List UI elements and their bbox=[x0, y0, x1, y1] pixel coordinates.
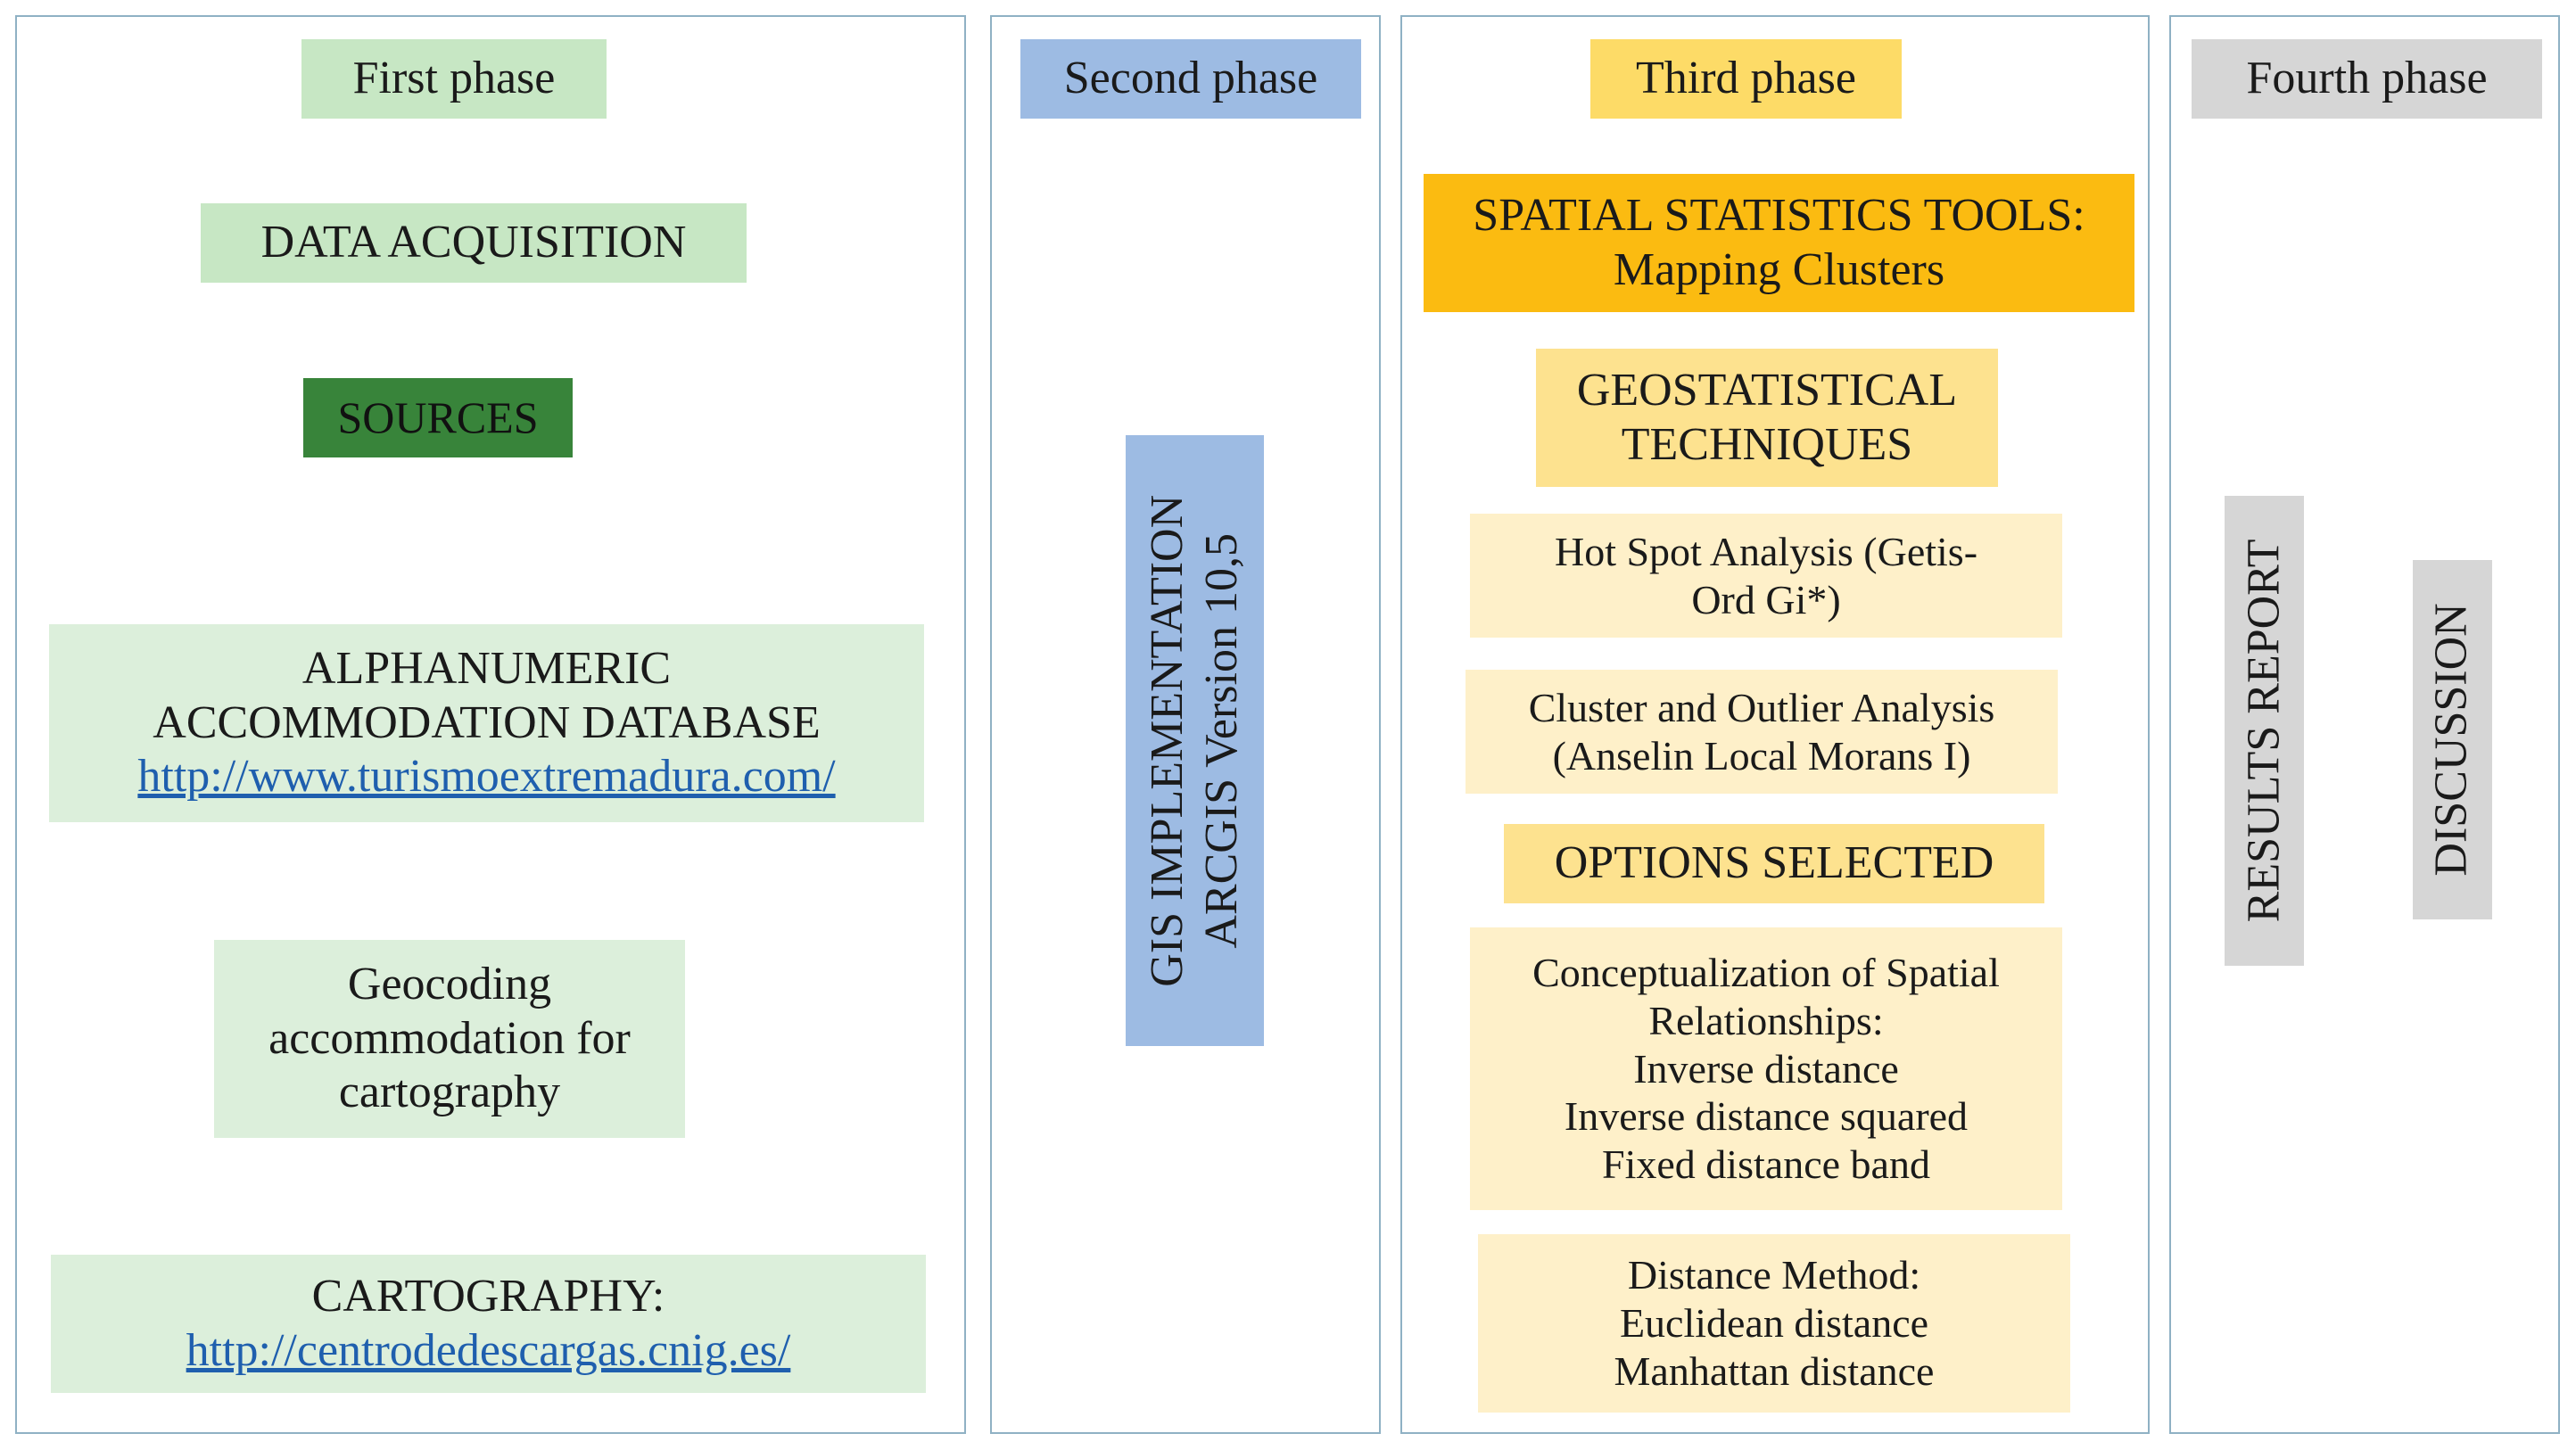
gis-line-2: ARCGIS Version 10,5 bbox=[1195, 532, 1247, 949]
distance-method-box: Distance Method: Euclidean distance Manh… bbox=[1478, 1234, 2070, 1413]
data-acquisition-text: DATA ACQUISITION bbox=[260, 217, 687, 268]
distance-method-line-2: Euclidean distance bbox=[1619, 1300, 1929, 1347]
geocoding-box: Geocoding accommodation for cartography bbox=[214, 940, 685, 1138]
options-selected-box: OPTIONS SELECTED bbox=[1504, 824, 2044, 903]
options-selected-text: OPTIONS SELECTED bbox=[1554, 837, 1994, 889]
geostatistical-line-2: TECHNIQUES bbox=[1621, 418, 1913, 470]
conceptualization-box: Conceptualization of Spatial Relationshi… bbox=[1470, 927, 2062, 1210]
hot-spot-line-1: Hot Spot Analysis (Getis- bbox=[1554, 528, 1978, 574]
first-phase-header-text: First phase bbox=[352, 53, 556, 104]
results-report-text: RESULTS REPORT bbox=[2238, 539, 2290, 923]
third-phase-header: Third phase bbox=[1590, 39, 1902, 119]
cnig-download-link[interactable]: http://centrodedescargas.cnig.es/ bbox=[186, 1324, 791, 1376]
sources-text: SOURCES bbox=[337, 392, 539, 443]
conceptualization-line-1: Conceptualization of Spatial bbox=[1532, 949, 2000, 995]
third-phase-header-text: Third phase bbox=[1636, 53, 1856, 104]
data-acquisition-box: DATA ACQUISITION bbox=[201, 203, 747, 283]
geostatistical-line-1: GEOSTATISTICAL bbox=[1576, 364, 1958, 416]
spatial-tools-line-1: SPATIAL STATISTICS TOOLS: bbox=[1473, 189, 2085, 241]
fourth-phase-header-text: Fourth phase bbox=[2246, 53, 2488, 104]
hot-spot-analysis-box: Hot Spot Analysis (Getis- Ord Gi*) bbox=[1470, 514, 2062, 638]
spatial-tools-line-2: Mapping Clusters bbox=[1613, 243, 1945, 295]
distance-method-line-1: Distance Method: bbox=[1627, 1252, 1921, 1298]
geocoding-line-1: Geocoding bbox=[347, 958, 552, 1009]
results-report-box: RESULTS REPORT bbox=[2225, 496, 2304, 966]
alphanumeric-line-1: ALPHANUMERIC bbox=[301, 642, 672, 694]
cluster-outlier-line-2: (Anselin Local Morans I) bbox=[1552, 732, 1971, 779]
second-phase-header-text: Second phase bbox=[1063, 53, 1318, 104]
alphanumeric-database-box: ALPHANUMERIC ACCOMMODATION DATABASE http… bbox=[49, 624, 924, 822]
cartography-label: CARTOGRAPHY: bbox=[311, 1270, 665, 1322]
discussion-box: DISCUSSION bbox=[2413, 560, 2492, 919]
fourth-phase-header: Fourth phase bbox=[2192, 39, 2542, 119]
second-phase-header: Second phase bbox=[1020, 39, 1361, 119]
sources-box: SOURCES bbox=[303, 378, 573, 457]
geocoding-line-2: accommodation for bbox=[268, 1012, 631, 1064]
cluster-outlier-line-1: Cluster and Outlier Analysis bbox=[1528, 684, 1995, 730]
geocoding-line-3: cartography bbox=[338, 1067, 561, 1118]
cartography-box: CARTOGRAPHY: http://centrodedescargas.cn… bbox=[51, 1255, 926, 1393]
gis-implementation-box: GIS IMPLEMENTATION ARCGIS Version 10,5 bbox=[1126, 435, 1264, 1046]
geostatistical-techniques-box: GEOSTATISTICAL TECHNIQUES bbox=[1536, 349, 1998, 487]
discussion-text: DISCUSSION bbox=[2426, 603, 2478, 877]
first-phase-header: First phase bbox=[301, 39, 607, 119]
conceptualization-line-5: Fixed distance band bbox=[1602, 1141, 1930, 1188]
conceptualization-line-3: Inverse distance bbox=[1633, 1045, 1899, 1092]
gis-line-1: GIS IMPLEMENTATION bbox=[1141, 494, 1193, 987]
hot-spot-line-2: Ord Gi*) bbox=[1691, 576, 1841, 622]
conceptualization-line-4: Inverse distance squared bbox=[1564, 1093, 1969, 1140]
spatial-statistics-tools-box: SPATIAL STATISTICS TOOLS: Mapping Cluste… bbox=[1424, 174, 2134, 312]
distance-method-line-3: Manhattan distance bbox=[1614, 1347, 1935, 1394]
alphanumeric-line-2: ACCOMMODATION DATABASE bbox=[153, 696, 821, 748]
turismo-extremadura-link[interactable]: http://www.turismoextremadura.com/ bbox=[137, 751, 836, 803]
conceptualization-line-2: Relationships: bbox=[1648, 997, 1884, 1043]
cluster-outlier-analysis-box: Cluster and Outlier Analysis (Anselin Lo… bbox=[1466, 670, 2058, 794]
